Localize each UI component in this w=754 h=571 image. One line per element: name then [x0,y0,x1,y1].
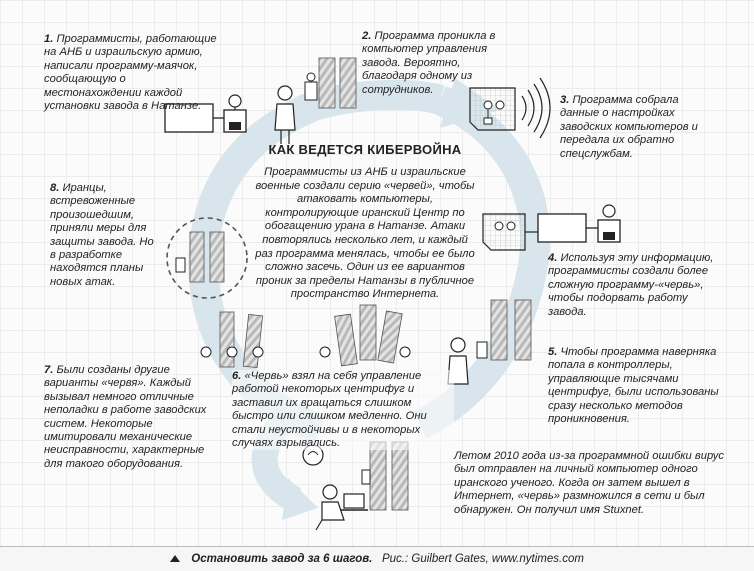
step-8: 8. Иранцы, встревоженные произошедшим, п… [50,182,162,289]
step-text: Были созданы другие варианты «червя». Ка… [44,364,207,470]
step-1: 1. Программисты, работающие на АНБ и изр… [44,33,219,113]
step-number: 6. [232,370,242,382]
centrifuge-icon [490,299,508,361]
diagram-title: КАК ВЕДЕТСЯ КИБЕРВОЙНА [268,142,462,157]
centrifuge-icon [318,57,336,109]
step-5-illustration [447,299,532,385]
stuxnet-note: Летом 2010 года из-за программной ошибки… [454,450,724,516]
diagram-artwork [164,57,621,531]
step-1-illustration [164,94,247,133]
step-text: Программа собрала данные о настройках за… [560,94,698,160]
person-icon [447,337,469,385]
step-text: Иранцы, встревоженные произошедшим, прин… [50,182,154,288]
step-7-illustration [200,311,264,369]
skull-icon [228,94,242,108]
step-4-illustration [482,204,621,251]
step-7: 7. Были созданы другие варианты «червя».… [44,364,209,471]
centrifuge-icon [339,57,357,109]
person-icon [274,85,296,144]
step-6: 6. «Червь» взял на себя управление работ… [232,370,454,451]
skull-icon [602,204,616,218]
centrifuge-icon [391,441,409,511]
step-text: Чтобы программа наверняка попала в контр… [548,346,719,426]
step-5: 5. Чтобы программа наверняка попала в ко… [548,346,724,426]
laptop-scene [302,441,409,531]
step-number: 4. [548,252,558,264]
step-8-illustration [166,217,248,299]
step-number: 1. [44,33,54,45]
step-6-illustration [319,304,411,367]
step-number: 7. [44,364,54,376]
credit-text: Рис.: Guilbert Gates, www.nytimes.com [381,553,584,565]
step-3-illustration [469,77,551,139]
step-3: 3. Программа собрала данные о настройках… [560,94,710,161]
step-text: Используя эту информацию, программисты с… [548,252,714,318]
step-4: 4. Используя эту информацию, программист… [548,252,716,319]
caption-bar: Остановить завод за 6 шагов. Рис.: Guilb… [0,546,754,571]
laptop-icon [340,493,368,511]
intro-text: Программисты из АНБ и израильские военны… [255,166,475,301]
step-number: 5. [548,346,558,358]
step-2-illustration [274,57,357,144]
step-2: 2. Программа проникла в компьютер управл… [362,30,502,97]
step-text: «Червь» взял на себя управление работой … [232,370,427,450]
caption-text: Остановить завод за 6 шагов. [191,553,373,565]
step-number: 3. [560,94,570,106]
computer-icon [537,213,587,243]
centrifuge-icon [369,441,387,511]
diagram: КАК ВЕДЕТСЯ КИБЕРВОЙНА Программисты из А… [44,30,724,531]
person-icon [315,484,345,531]
triangle-icon [170,555,181,562]
step-number: 8. [50,182,60,194]
signal-waves-icon [521,77,551,139]
step-number: 2. [362,30,372,42]
step-text: Программисты, работающие на АНБ и израил… [44,33,217,113]
step-text: Программа проникла в компьютер управлени… [362,30,496,96]
centrifuge-icon [514,299,532,361]
